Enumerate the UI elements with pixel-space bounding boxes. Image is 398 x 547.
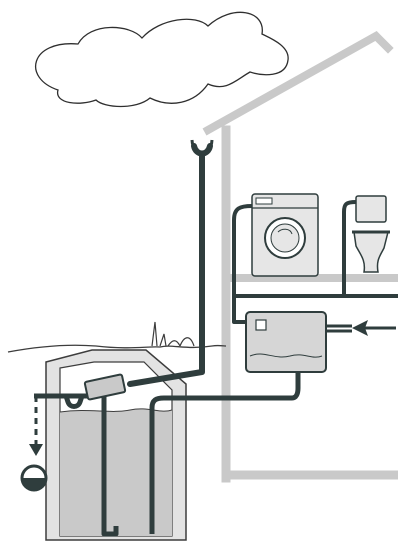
supply-pipes: [232, 200, 398, 324]
drainage-outlet: [20, 396, 48, 492]
filter: [83, 373, 127, 401]
cloud: [34, 11, 289, 108]
water-surface: [59, 408, 173, 413]
grass: [151, 321, 195, 347]
downpipe: [127, 143, 213, 387]
overflow-siphon: [34, 393, 88, 409]
mains-water-inlet: [326, 320, 396, 336]
inflow-pipe: [101, 396, 119, 537]
ground-line: [7, 344, 227, 353]
toilet: [352, 195, 390, 273]
house-outline: [202, 31, 398, 483]
suction-pipe: [149, 360, 301, 534]
tank-water: [60, 408, 172, 536]
control-unit: [245, 311, 327, 373]
roof-gutter: [190, 139, 214, 155]
washing-machine: [251, 193, 319, 277]
